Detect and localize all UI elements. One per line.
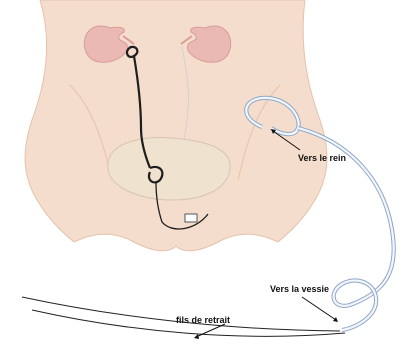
label-vers-le-rein: Vers le rein bbox=[298, 153, 346, 163]
label-vers-la-vessie: Vers la vessie bbox=[270, 284, 329, 294]
body-silhouette bbox=[25, 0, 327, 251]
label-fils-de-retrait: fils de retrait bbox=[176, 315, 230, 325]
removal-string-1 bbox=[22, 297, 340, 331]
arrow-to-strings bbox=[194, 324, 225, 339]
bladder-icon bbox=[108, 138, 230, 200]
